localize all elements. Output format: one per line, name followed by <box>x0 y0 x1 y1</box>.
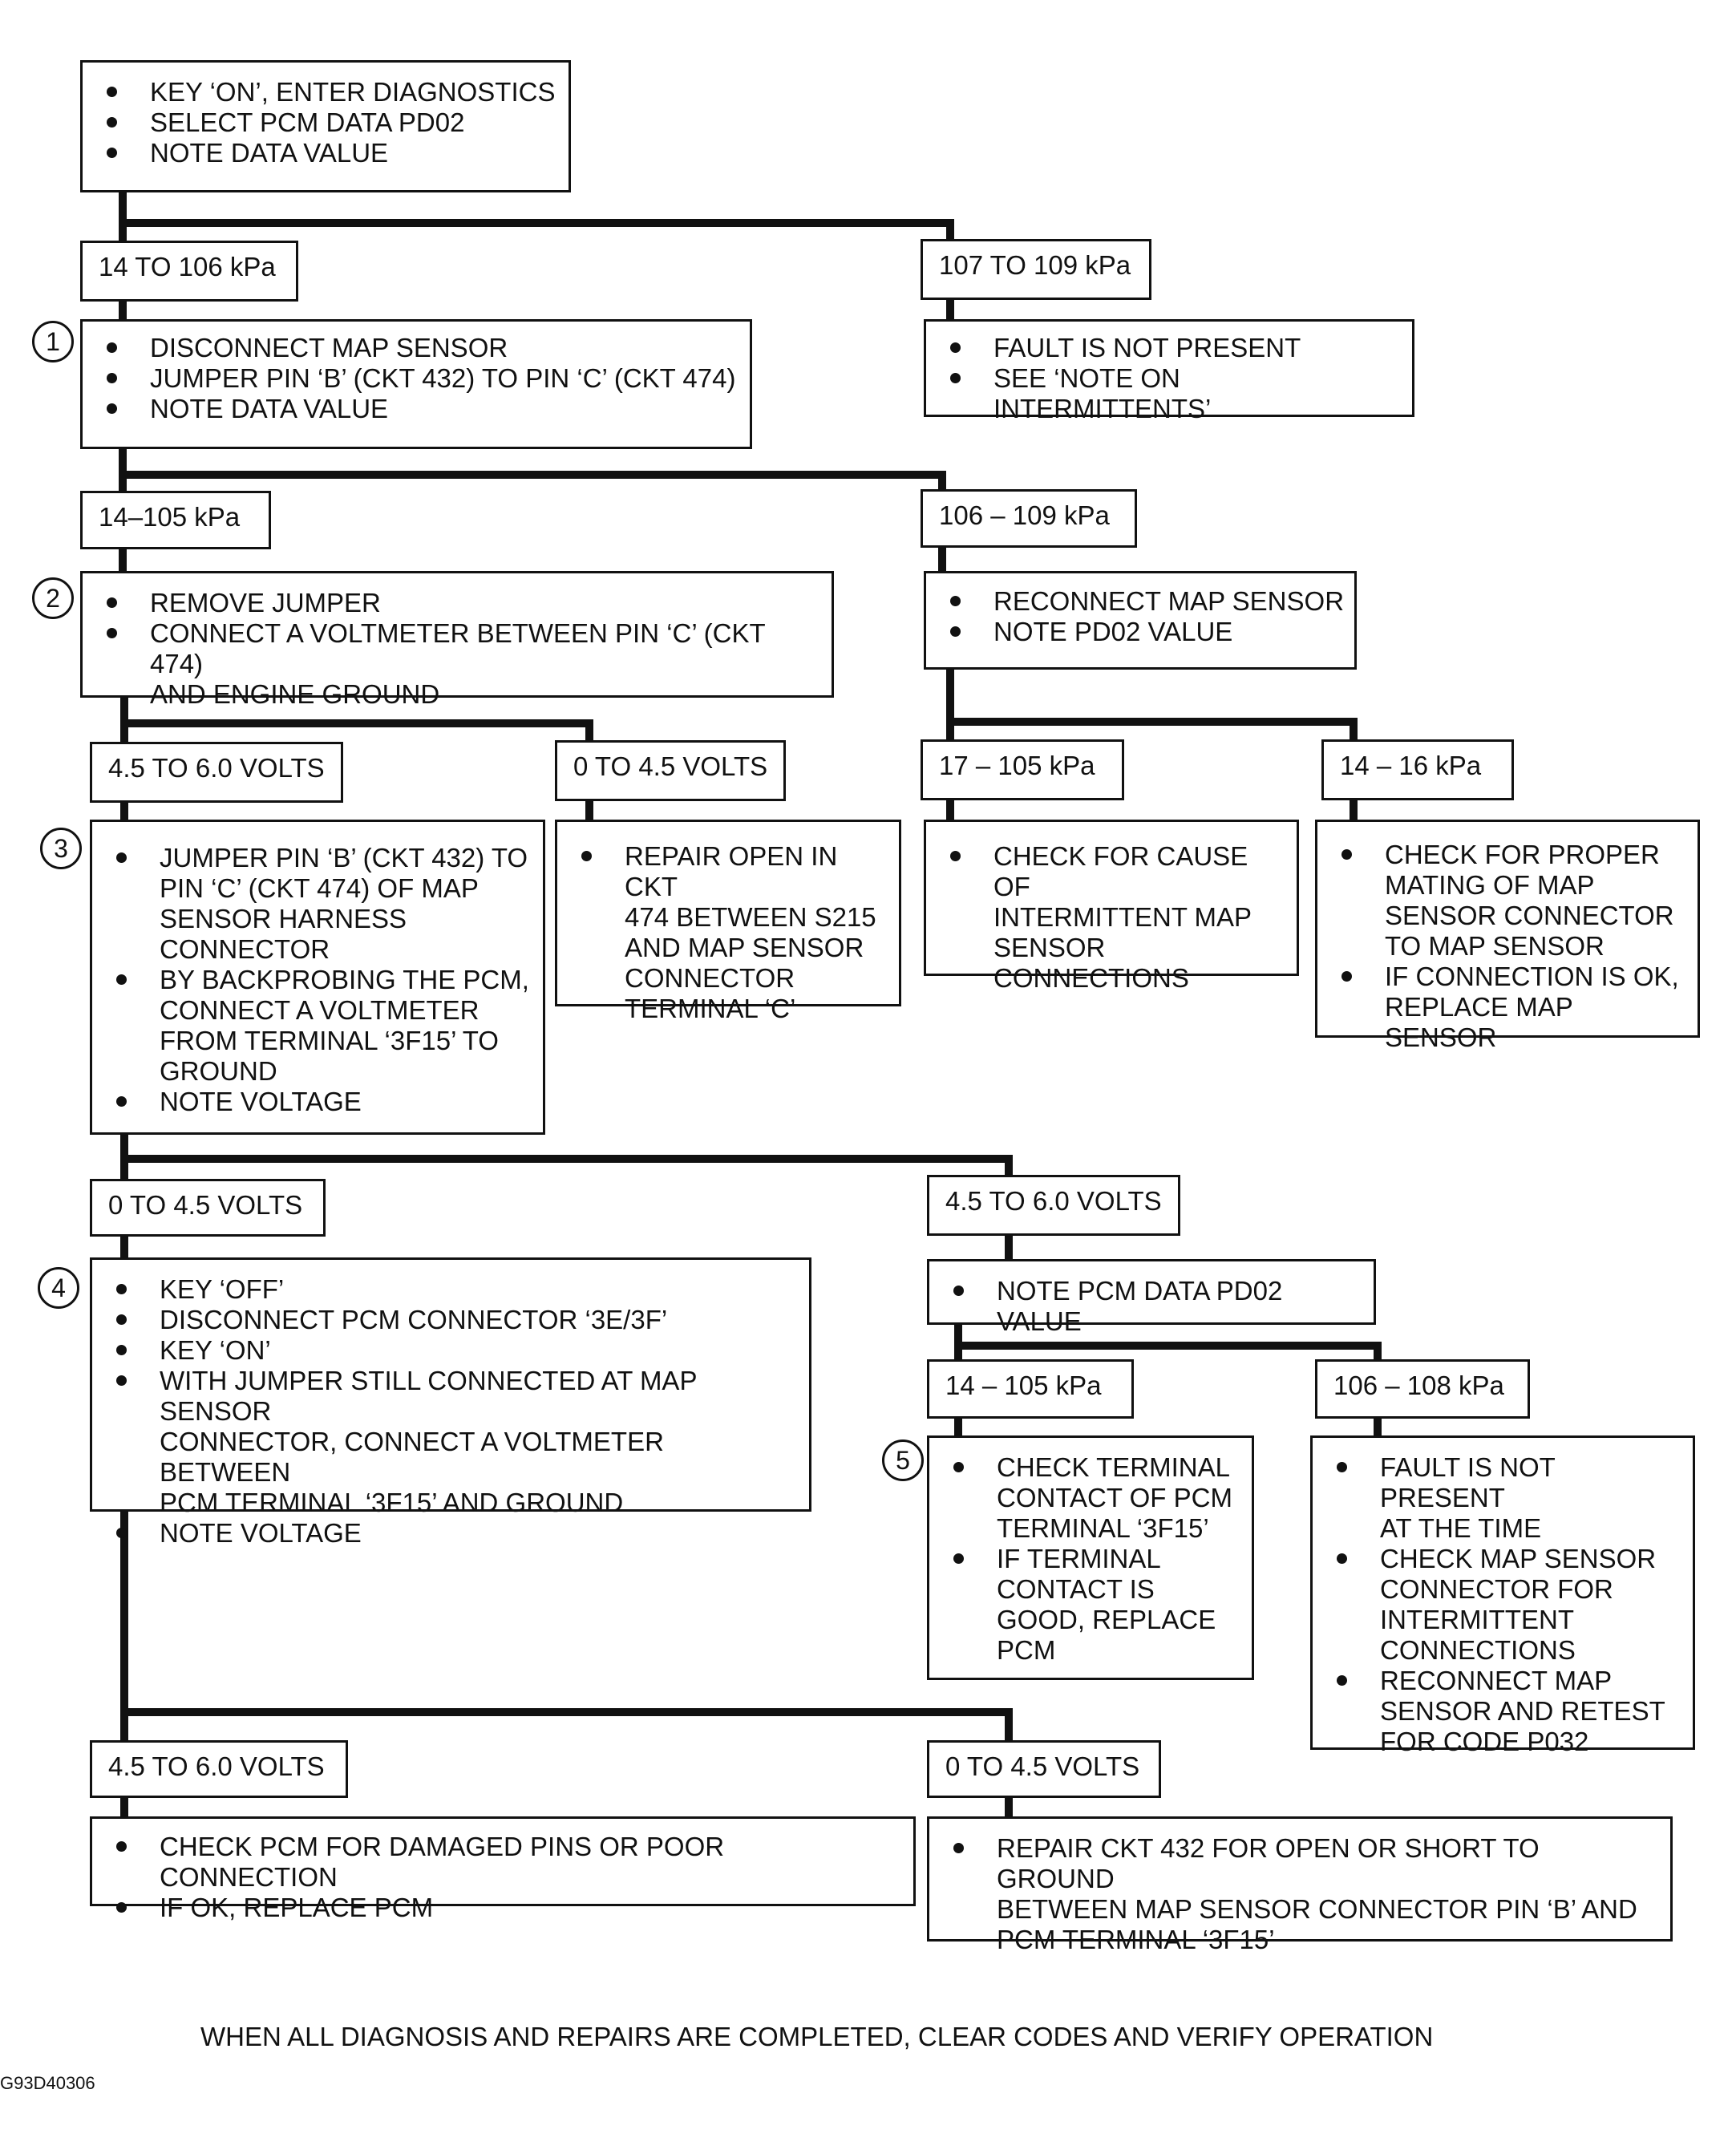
branch-label-0-4.5-volts: 0 TO 4.5 VOLTS <box>555 740 786 801</box>
repair-open-ckt-474-box: REPAIR OPEN IN CKT 474 BETWEEN S215 AND … <box>555 820 901 1023</box>
step1-item: JUMPER PIN ‘B’ (CKT 432) TO PIN ‘C’ (CKT… <box>100 363 740 394</box>
start-step-box: KEY ‘ON’, ENTER DIAGNOSTICS SELECT PCM D… <box>80 60 571 192</box>
step3-item: BY BACKPROBING THE PCM, CONNECT A VOLTME… <box>110 965 533 1087</box>
fault-item: SEE ‘NOTE ON INTERMITTENTS’ <box>944 363 1402 424</box>
fault-not-present-retest-box: FAULT IS NOT PRESENT AT THE TIME CHECK M… <box>1310 1435 1695 1756</box>
step4-item: NOTE VOLTAGE <box>110 1518 799 1549</box>
repair-ckt-432-item: REPAIR CKT 432 FOR OPEN OR SHORT TO GROU… <box>947 1833 1661 1955</box>
step2-item: CONNECT A VOLTMETER BETWEEN PIN ‘C’ (CKT… <box>100 618 822 710</box>
step4-item: WITH JUMPER STILL CONNECTED AT MAP SENSO… <box>110 1366 799 1518</box>
check-pcm-item: CHECK PCM FOR DAMAGED PINS OR POOR CONNE… <box>110 1832 904 1893</box>
check-pcm-pins-box: CHECK PCM FOR DAMAGED PINS OR POOR CONNE… <box>90 1816 916 1922</box>
branch-label-0-4.5-volts: 0 TO 4.5 VOLTS <box>90 1179 326 1237</box>
reconnect-item: NOTE PD02 VALUE <box>944 617 1345 647</box>
mating-item: CHECK FOR PROPER MATING OF MAP SENSOR CO… <box>1335 840 1688 962</box>
step1-item: NOTE DATA VALUE <box>100 394 740 424</box>
start-item: SELECT PCM DATA PD02 <box>100 107 559 138</box>
reconnect-map-sensor-box: RECONNECT MAP SENSOR NOTE PD02 VALUE <box>924 571 1357 670</box>
step2-box: REMOVE JUMPER CONNECT A VOLTMETER BETWEE… <box>80 571 834 709</box>
note-pcm-data-box: NOTE PCM DATA PD02 VALUE <box>927 1259 1376 1336</box>
step4-item: DISCONNECT PCM CONNECTOR ‘3E/3F’ <box>110 1305 799 1335</box>
step-number-badge: 3 <box>40 828 82 869</box>
step3-item: NOTE VOLTAGE <box>110 1087 533 1117</box>
repair-item: REPAIR OPEN IN CKT 474 BETWEEN S215 AND … <box>575 841 889 1024</box>
step-number-badge: 1 <box>32 321 74 362</box>
step3-item: JUMPER PIN ‘B’ (CKT 432) TO PIN ‘C’ (CKT… <box>110 843 533 965</box>
check-pcm-item: IF OK, REPLACE PCM <box>110 1893 904 1923</box>
branch-label-14-16-kpa: 14 – 16 kPa <box>1321 739 1514 800</box>
branch-label-4.5-6.0-volts: 4.5 TO 6.0 VOLTS <box>90 742 343 803</box>
branch-label-14-105-kpa: 14–105 kPa <box>80 491 271 549</box>
completion-note: WHEN ALL DIAGNOSIS AND REPAIRS ARE COMPL… <box>200 2022 1434 2051</box>
fault-item: FAULT IS NOT PRESENT <box>944 333 1402 363</box>
branch-label-107-109-kpa: 107 TO 109 kPa <box>921 239 1151 300</box>
start-item: NOTE DATA VALUE <box>100 138 559 168</box>
step4-item: KEY ‘OFF’ <box>110 1274 799 1305</box>
repair-ckt-432-box: REPAIR CKT 432 FOR OPEN OR SHORT TO GROU… <box>927 1816 1673 1954</box>
step5-box: CHECK TERMINAL CONTACT OF PCM TERMINAL ‘… <box>927 1435 1254 1680</box>
step1-item: DISCONNECT MAP SENSOR <box>100 333 740 363</box>
step5-item: IF TERMINAL CONTACT IS GOOD, REPLACE PCM <box>947 1544 1242 1666</box>
step1-box: DISCONNECT MAP SENSOR JUMPER PIN ‘B’ (CK… <box>80 319 752 449</box>
mating-item: IF CONNECTION IS OK, REPLACE MAP SENSOR <box>1335 962 1688 1053</box>
step-number-badge: 2 <box>32 577 74 619</box>
branch-label-0-4.5-volts: 0 TO 4.5 VOLTS <box>927 1740 1161 1798</box>
step4-item: KEY ‘ON’ <box>110 1335 799 1366</box>
check-intermittent-box: CHECK FOR CAUSE OF INTERMITTENT MAP SENS… <box>924 820 1299 993</box>
step-number-badge: 5 <box>882 1439 924 1481</box>
step-number-badge: 4 <box>38 1267 79 1309</box>
retest-item: CHECK MAP SENSOR CONNECTOR FOR INTERMITT… <box>1330 1544 1683 1666</box>
branch-label-106-109-kpa: 106 – 109 kPa <box>921 489 1137 548</box>
step2-item: REMOVE JUMPER <box>100 588 822 618</box>
check-mating-box: CHECK FOR PROPER MATING OF MAP SENSOR CO… <box>1315 820 1700 1052</box>
fault-not-present-box: FAULT IS NOT PRESENT SEE ‘NOTE ON INTERM… <box>924 319 1414 423</box>
step4-box: KEY ‘OFF’ DISCONNECT PCM CONNECTOR ‘3E/3… <box>90 1257 811 1548</box>
reconnect-item: RECONNECT MAP SENSOR <box>944 586 1345 617</box>
figure-id: G93D40306 <box>0 2073 95 2093</box>
branch-label-14-106-kpa: 14 TO 106 kPa <box>80 241 298 302</box>
start-item: KEY ‘ON’, ENTER DIAGNOSTICS <box>100 77 559 107</box>
step5-item: CHECK TERMINAL CONTACT OF PCM TERMINAL ‘… <box>947 1452 1242 1544</box>
branch-label-4.5-6.0-volts: 4.5 TO 6.0 VOLTS <box>90 1740 348 1798</box>
branch-label-4.5-6.0-volts: 4.5 TO 6.0 VOLTS <box>927 1175 1180 1236</box>
retest-item: RECONNECT MAP SENSOR AND RETEST FOR CODE… <box>1330 1666 1683 1757</box>
retest-item: FAULT IS NOT PRESENT AT THE TIME <box>1330 1452 1683 1544</box>
note-pcm-item: NOTE PCM DATA PD02 VALUE <box>947 1276 1364 1337</box>
step3-box: JUMPER PIN ‘B’ (CKT 432) TO PIN ‘C’ (CKT… <box>90 820 545 1135</box>
branch-label-106-108-kpa: 106 – 108 kPa <box>1315 1359 1530 1419</box>
branch-label-17-105-kpa: 17 – 105 kPa <box>921 739 1124 800</box>
branch-label-14-105-kpa: 14 – 105 kPa <box>927 1359 1134 1419</box>
check-item: CHECK FOR CAUSE OF INTERMITTENT MAP SENS… <box>944 841 1287 994</box>
